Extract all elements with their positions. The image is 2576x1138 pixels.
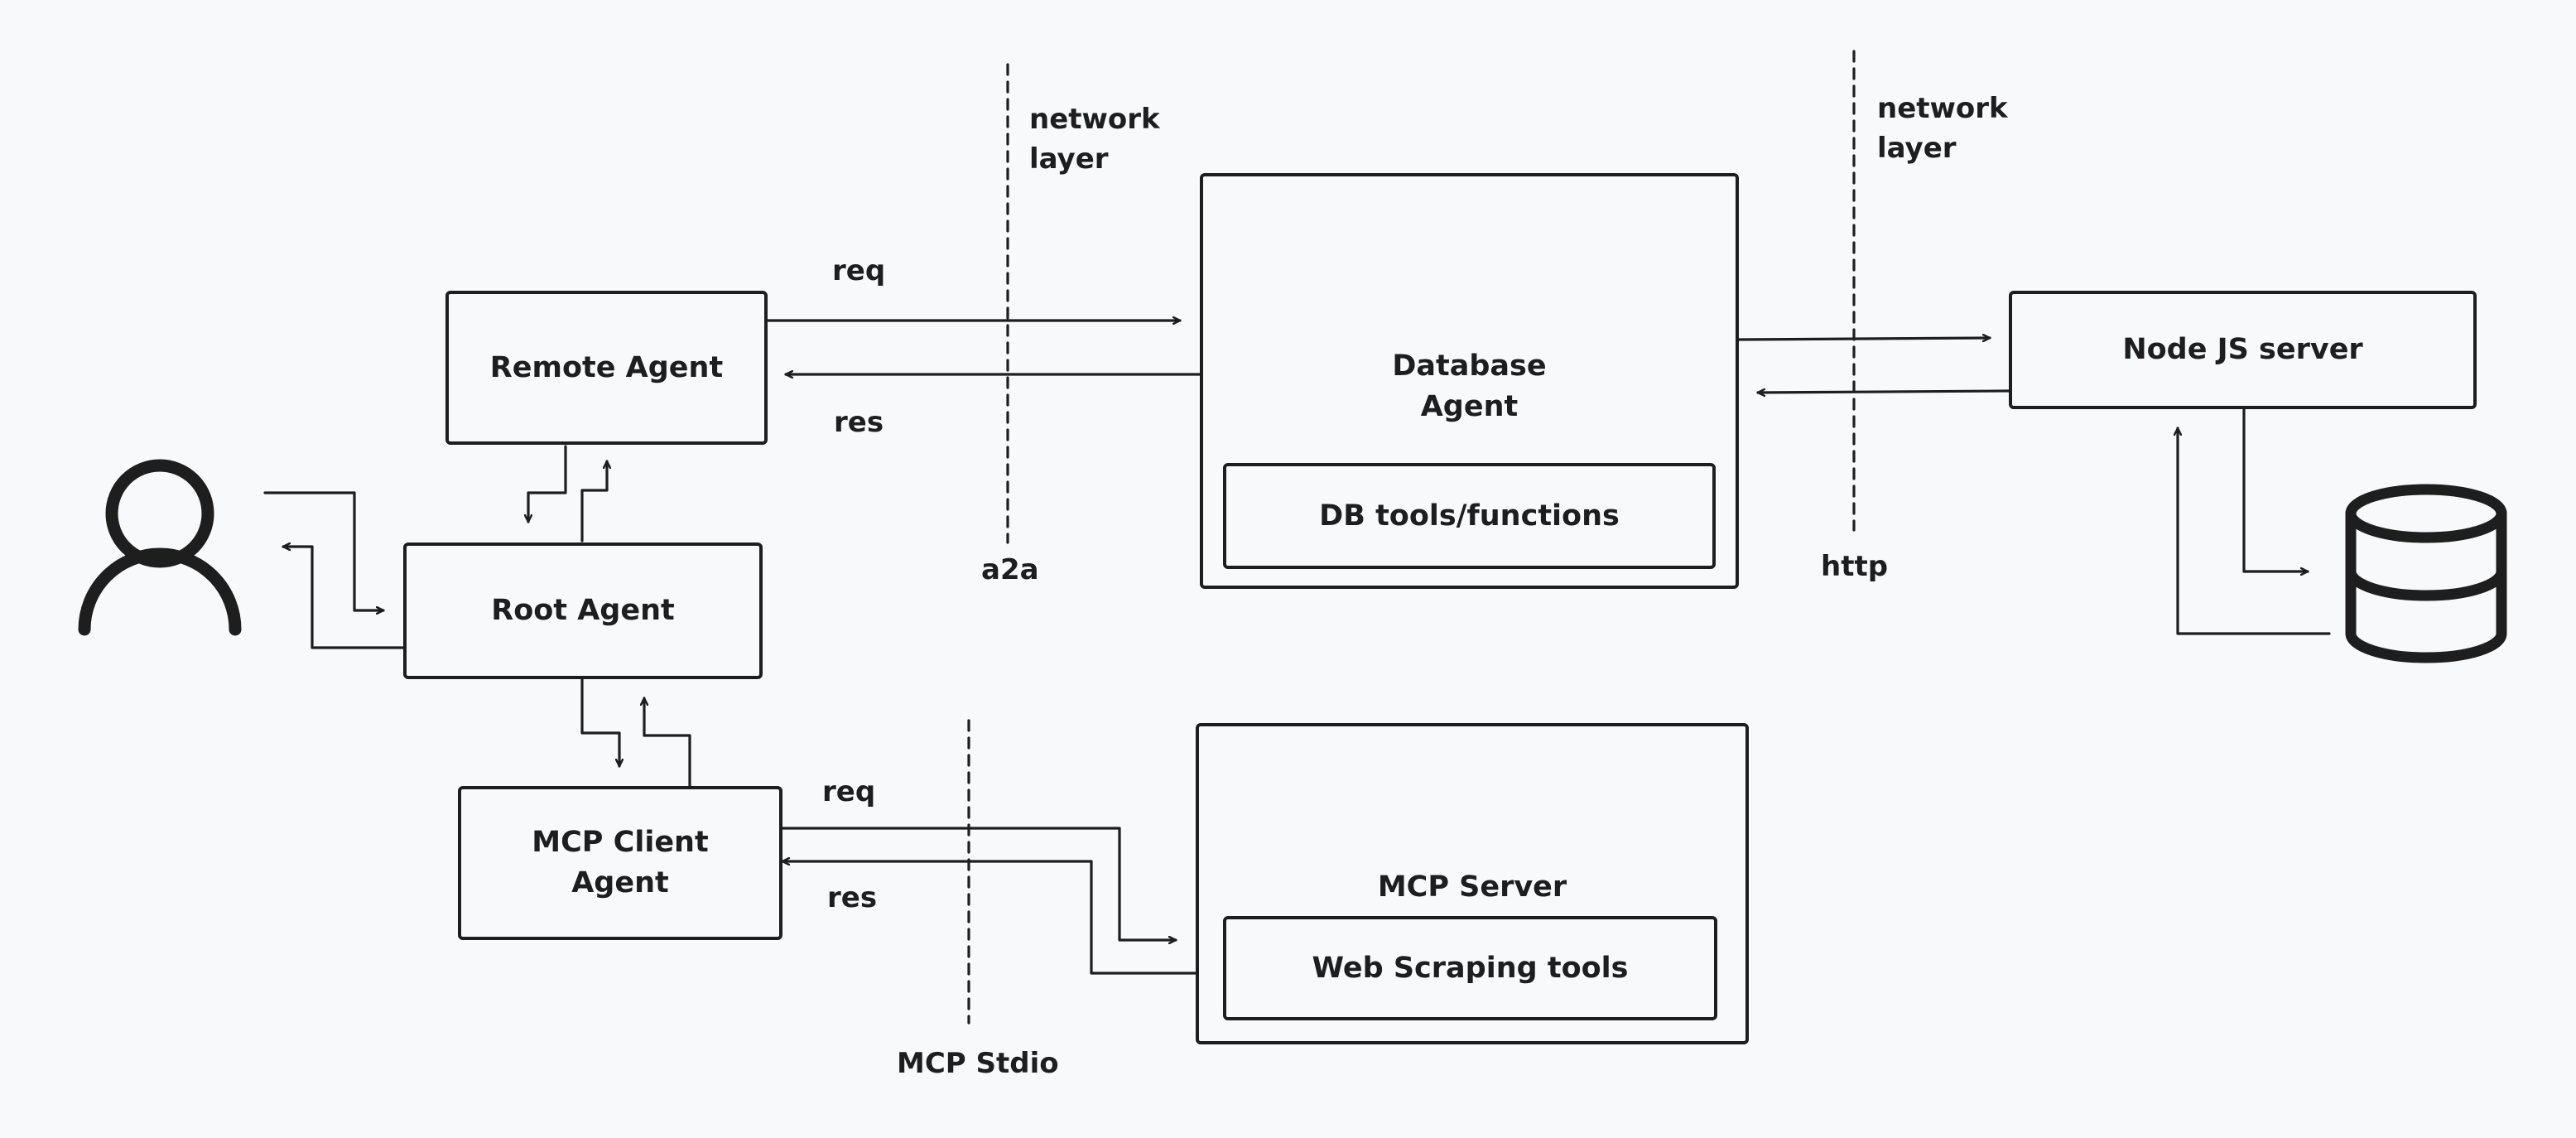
network-layer-label-2: network layer (1877, 92, 2008, 166)
mcp-server-node[interactable]: MCP Server (1196, 723, 1749, 1044)
user-to-root-arrow (263, 491, 385, 610)
server-to-db-arrow (2242, 407, 2309, 571)
web-scraping-tools-label: Web Scraping tools (1312, 951, 1629, 985)
root-agent-label: Root Agent (491, 594, 675, 627)
user-icon (78, 459, 242, 636)
root-to-remote-arrow (580, 460, 607, 542)
a2a-label: a2a (981, 553, 1039, 586)
db-to-server-arrow (2178, 427, 2331, 635)
database-agent-label: Database Agent (1392, 350, 1547, 423)
database-agent-node[interactable]: Database Agent (1200, 173, 1739, 589)
web-scraping-tools-box[interactable]: Web Scraping tools (1223, 916, 1717, 1020)
network-layer-label-1: network layer (1029, 103, 1160, 176)
root-agent-node[interactable]: Root Agent (403, 542, 763, 679)
mcp-req-arrow (781, 827, 1177, 940)
root-to-mcp-client-arrow (580, 677, 619, 768)
mcp-res-arrow (781, 861, 1197, 975)
mcp-server-label: MCP Server (1377, 870, 1567, 904)
mcp-client-agent-label: MCP Client Agent (532, 826, 709, 899)
mcp-client-to-root-arrow (644, 697, 691, 788)
mcp-res-label: res (827, 881, 878, 914)
db-tools-box[interactable]: DB tools/functions (1223, 463, 1716, 569)
remote-agent-node[interactable]: Remote Agent (445, 291, 768, 445)
remote-agent-label: Remote Agent (489, 350, 724, 384)
root-to-user-arrow (282, 547, 405, 649)
db-tools-label: DB tools/functions (1319, 499, 1620, 533)
http-req-arrow (1737, 338, 1991, 340)
mcp-client-agent-node[interactable]: MCP Client Agent (458, 786, 782, 940)
mcp-stdio-label: MCP Stdio (897, 1047, 1059, 1080)
node-js-server-label: Node JS server (2122, 333, 2363, 366)
http-res-arrow (1756, 391, 2010, 393)
remote-to-root-arrow (528, 445, 567, 523)
database-icon (2345, 484, 2507, 663)
mcp-req-label: req (822, 775, 876, 808)
a2a-req-label: req (832, 254, 886, 287)
a2a-res-label: res (834, 406, 884, 439)
node-js-server-node[interactable]: Node JS server (2009, 291, 2477, 409)
http-label: http (1821, 550, 1889, 583)
